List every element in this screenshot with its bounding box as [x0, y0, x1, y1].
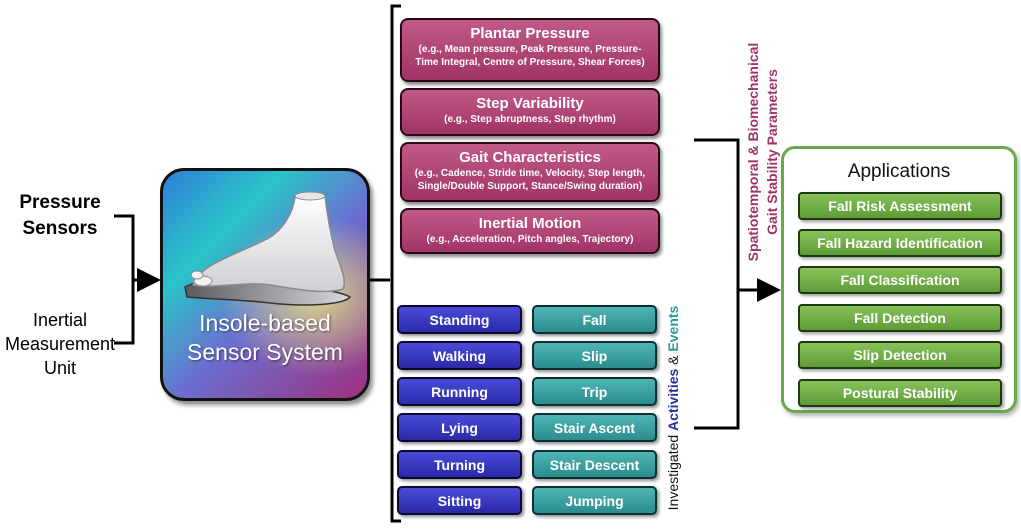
param-subtitle: (e.g., Step abruptness, Step rhythm) [444, 114, 616, 125]
param-title: Plantar Pressure [470, 25, 590, 42]
param-gait-characteristics: Gait Characteristics (e.g., Cadence, Str… [400, 142, 660, 202]
app-fall-hazard-identification: Fall Hazard Identification [798, 229, 1002, 257]
imu-label: Inertial Measurement Unit [4, 308, 116, 380]
foot-insole-icon [184, 191, 352, 306]
event-stair-ascent: Stair Ascent [532, 413, 657, 442]
activity-sitting: Sitting [397, 486, 522, 515]
activity-walking: Walking [397, 341, 522, 370]
sensor-label-line-2: Sensor System [187, 339, 343, 365]
applications-title: Applications [847, 161, 951, 182]
imu-line-3: Unit [43, 358, 76, 378]
imu-line-1: Inertial [32, 310, 88, 330]
param-subtitle: (e.g., Acceleration, Pitch angles, Traje… [426, 234, 634, 245]
main-bracket [390, 4, 401, 523]
parameters-label-line-1: Spatiotemporal & Biomechanical [745, 42, 761, 262]
pressure-line-1: Pressure [19, 192, 101, 213]
imu-line-2: Measurement [4, 334, 116, 354]
sensor-system-box: Insole-based Sensor System [160, 168, 370, 401]
param-inertial-motion: Inertial Motion (e.g., Acceleration, Pit… [400, 208, 660, 254]
app-fall-detection: Fall Detection [798, 304, 1002, 332]
event-trip: Trip [532, 377, 657, 406]
applications-panel: Applications Fall Risk Assessment Fall H… [781, 146, 1017, 413]
param-step-variability: Step Variability (e.g., Step abruptness,… [400, 88, 660, 136]
event-slip: Slip [532, 341, 657, 370]
activities-label-amp: & [665, 355, 681, 365]
app-fall-risk-assessment: Fall Risk Assessment [798, 192, 1002, 220]
parameters-label-line-2: Gait Stability Parameters [764, 69, 780, 235]
sensor-system-label: Insole-based Sensor System [163, 309, 367, 367]
app-slip-detection: Slip Detection [798, 341, 1002, 369]
app-fall-classification: Fall Classification [798, 266, 1002, 294]
activity-lying: Lying [397, 413, 522, 442]
activity-turning: Turning [397, 450, 522, 479]
pressure-sensors-label: Pressure Sensors [4, 190, 116, 242]
param-subtitle: (e.g., Mean pressure, Peak Pressure, Pre… [415, 44, 645, 68]
param-subtitle: (e.g., Cadence, Stride time, Velocity, S… [414, 168, 646, 192]
app-postural-stability: Postural Stability [798, 379, 1002, 407]
activity-standing: Standing [397, 305, 522, 334]
pressure-line-2: Sensors [22, 218, 98, 239]
activities-label-events: Events [665, 305, 681, 352]
activities-label-activities: Activities [665, 368, 681, 431]
param-title: Inertial Motion [478, 215, 582, 232]
activities-vertical-label: Investigated Activities & Events [663, 288, 685, 528]
param-title: Gait Characteristics [459, 149, 601, 166]
event-fall: Fall [532, 305, 657, 334]
pressure-connector [114, 214, 135, 345]
output-bracket [694, 138, 740, 430]
param-title: Step Variability [476, 95, 584, 112]
param-plantar-pressure: Plantar Pressure (e.g., Mean pressure, P… [400, 18, 660, 82]
sensor-label-line-1: Insole-based [199, 310, 331, 336]
event-stair-descent: Stair Descent [532, 450, 657, 479]
activity-running: Running [397, 377, 522, 406]
event-jumping: Jumping [532, 486, 657, 515]
activities-label-prefix: Investigated [665, 434, 681, 511]
